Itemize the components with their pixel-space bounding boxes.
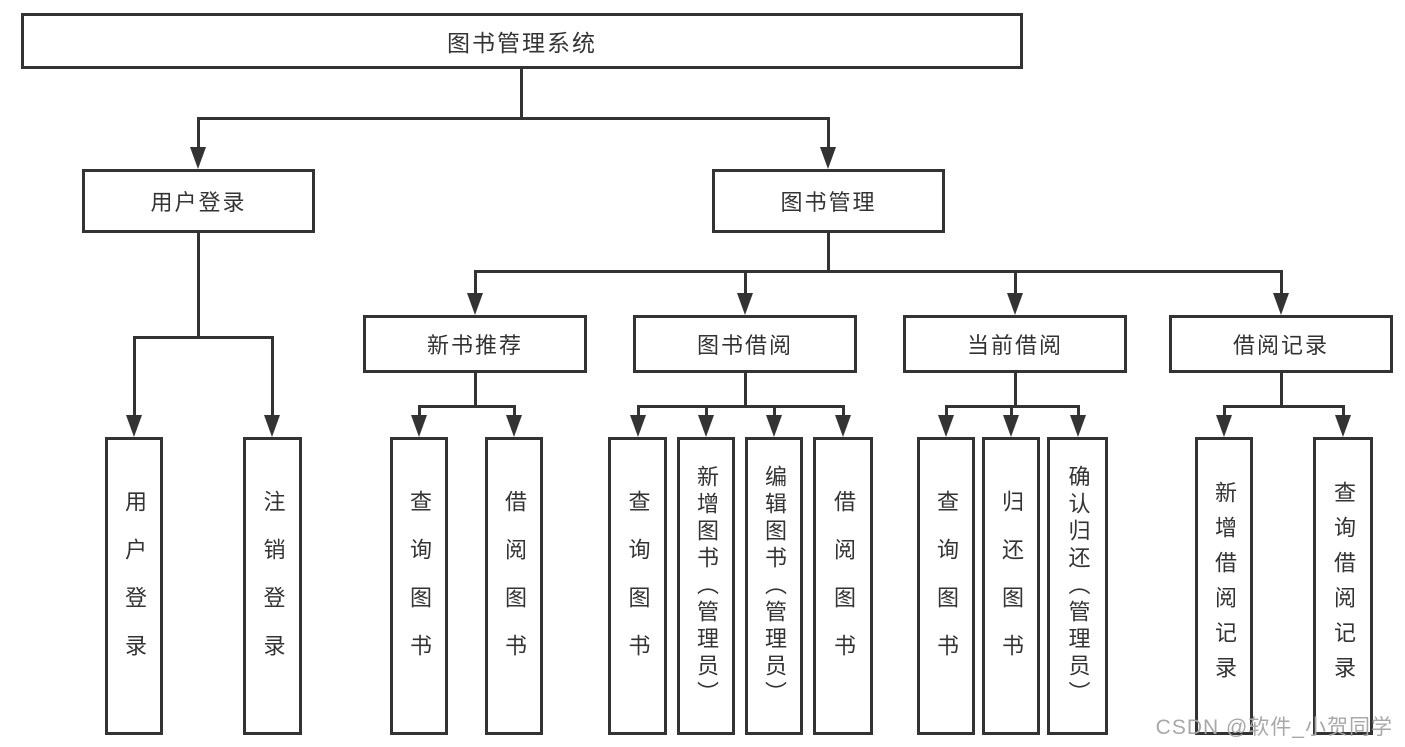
node-user-login: 用户登录 bbox=[82, 169, 315, 233]
connector-groupA-hline bbox=[418, 405, 516, 408]
connector-groupD-hline bbox=[1223, 405, 1345, 408]
connector-userlogin-hline bbox=[133, 336, 274, 339]
connector-groupC-shaft-1 bbox=[945, 405, 948, 423]
leaf-newbook-borrow-label: 借阅图书 bbox=[502, 490, 527, 682]
leaf-logout-label: 注销登录 bbox=[260, 490, 286, 682]
node-root: 图书管理系统 bbox=[21, 13, 1023, 69]
leaf-borrow-edit: 编辑图书（管理员） bbox=[745, 437, 803, 735]
leaf-borrow-add-label: 新增图书（管理员） bbox=[694, 464, 719, 708]
connector-groupB-shaft-4 bbox=[842, 405, 845, 423]
node-new-book-recommend: 新书推荐 bbox=[363, 315, 587, 373]
leaf-current-return-label: 归还图书 bbox=[999, 490, 1024, 682]
connector-root-right-shaft bbox=[827, 117, 830, 153]
connector-bookmgmt-shaft-4 bbox=[1280, 270, 1283, 300]
connector-userlogin-shaft-2 bbox=[271, 336, 274, 421]
leaf-borrow-query-label: 查询图书 bbox=[625, 490, 651, 682]
leaf-current-return: 归还图书 bbox=[982, 437, 1040, 735]
connector-groupD-shaft-1 bbox=[1223, 405, 1226, 423]
leaf-current-query-label: 查询图书 bbox=[934, 490, 959, 682]
leaf-borrow-query: 查询图书 bbox=[608, 437, 667, 735]
leaf-newbook-query: 查询图书 bbox=[390, 437, 448, 735]
arrowhead-down-icon bbox=[506, 415, 522, 437]
arrowhead-down-icon bbox=[126, 415, 142, 437]
connector-groupB-shaft-3 bbox=[773, 405, 776, 423]
connector-bookmgmt-shaft-2 bbox=[744, 270, 747, 300]
arrowhead-down-icon bbox=[766, 415, 782, 437]
leaf-record-query: 查询借阅记录 bbox=[1313, 437, 1373, 735]
node-borrow-records: 借阅记录 bbox=[1169, 315, 1393, 373]
arrowhead-down-icon bbox=[1335, 415, 1351, 437]
connector-groupB-shaft-2 bbox=[705, 405, 708, 423]
leaf-borrow-edit-label: 编辑图书（管理员） bbox=[762, 464, 787, 708]
arrowhead-down-icon bbox=[938, 415, 954, 437]
node-book-management-label: 图书管理 bbox=[780, 190, 877, 215]
arrowhead-down-icon bbox=[264, 415, 280, 437]
node-book-borrow-label: 图书借阅 bbox=[696, 333, 793, 358]
node-book-management: 图书管理 bbox=[712, 169, 945, 233]
node-current-borrow: 当前借阅 bbox=[903, 315, 1127, 373]
connector-groupB-hline bbox=[637, 405, 845, 408]
arrowhead-down-icon bbox=[190, 147, 206, 169]
connector-groupC-shaft-2 bbox=[1010, 405, 1013, 423]
connector-bookmgmt-hline bbox=[474, 270, 1283, 273]
leaf-borrow-book-label: 借阅图书 bbox=[831, 490, 856, 682]
leaf-borrow-add: 新增图书（管理员） bbox=[677, 437, 735, 735]
leaf-newbook-borrow: 借阅图书 bbox=[485, 437, 543, 735]
node-user-login-label: 用户登录 bbox=[150, 190, 247, 215]
leaf-current-confirm: 确认归还（管理员） bbox=[1047, 437, 1108, 735]
arrowhead-down-icon bbox=[1007, 293, 1023, 315]
connector-groupA-vline bbox=[474, 373, 477, 407]
connector-groupD-vline bbox=[1280, 373, 1283, 407]
connector-root-vline bbox=[520, 69, 523, 119]
leaf-user-login: 用户登录 bbox=[105, 437, 163, 735]
arrowhead-down-icon bbox=[737, 293, 753, 315]
arrowhead-down-icon bbox=[1070, 415, 1086, 437]
connector-groupB-shaft-1 bbox=[637, 405, 640, 423]
arrowhead-down-icon bbox=[630, 415, 646, 437]
arrowhead-down-icon bbox=[698, 415, 714, 437]
node-root-label: 图书管理系统 bbox=[447, 30, 597, 56]
leaf-borrow-book: 借阅图书 bbox=[813, 437, 873, 735]
leaf-newbook-query-label: 查询图书 bbox=[407, 490, 432, 682]
arrowhead-down-icon bbox=[820, 147, 836, 169]
leaf-user-login-label: 用户登录 bbox=[122, 490, 147, 682]
arrowhead-down-icon bbox=[1273, 293, 1289, 315]
leaf-record-add-label: 新增借阅记录 bbox=[1212, 481, 1237, 691]
connector-userlogin-vline bbox=[197, 233, 200, 338]
node-new-book-recommend-label: 新书推荐 bbox=[426, 333, 523, 358]
connector-root-hline bbox=[197, 117, 830, 120]
connector-groupA-shaft-1 bbox=[418, 405, 421, 423]
node-book-borrow: 图书借阅 bbox=[633, 315, 857, 373]
leaf-current-confirm-label: 确认归还（管理员） bbox=[1065, 464, 1091, 708]
arrowhead-down-icon bbox=[411, 415, 427, 437]
connector-groupC-shaft-3 bbox=[1077, 405, 1080, 423]
arrowhead-down-icon bbox=[1003, 415, 1019, 437]
node-borrow-records-label: 借阅记录 bbox=[1232, 333, 1329, 358]
connector-bookmgmt-shaft-1 bbox=[474, 270, 477, 300]
csdn-watermark: CSDN @软件_小贺同学 bbox=[1155, 716, 1393, 739]
leaf-logout: 注销登录 bbox=[243, 437, 302, 735]
connector-groupA-shaft-2 bbox=[513, 405, 516, 423]
connector-bookmgmt-vline bbox=[827, 233, 830, 272]
arrowhead-down-icon bbox=[467, 293, 483, 315]
node-current-borrow-label: 当前借阅 bbox=[966, 333, 1063, 358]
connector-groupD-shaft-2 bbox=[1342, 405, 1345, 423]
connector-groupC-vline bbox=[1014, 373, 1017, 407]
connector-groupB-vline bbox=[744, 373, 747, 407]
arrowhead-down-icon bbox=[835, 415, 851, 437]
connector-userlogin-shaft-1 bbox=[133, 336, 136, 421]
arrowhead-down-icon bbox=[1216, 415, 1232, 437]
connector-bookmgmt-shaft-3 bbox=[1014, 270, 1017, 300]
connector-root-left-shaft bbox=[197, 117, 200, 153]
leaf-record-query-label: 查询借阅记录 bbox=[1331, 481, 1356, 691]
leaf-record-add: 新增借阅记录 bbox=[1195, 437, 1253, 735]
leaf-current-query: 查询图书 bbox=[917, 437, 975, 735]
